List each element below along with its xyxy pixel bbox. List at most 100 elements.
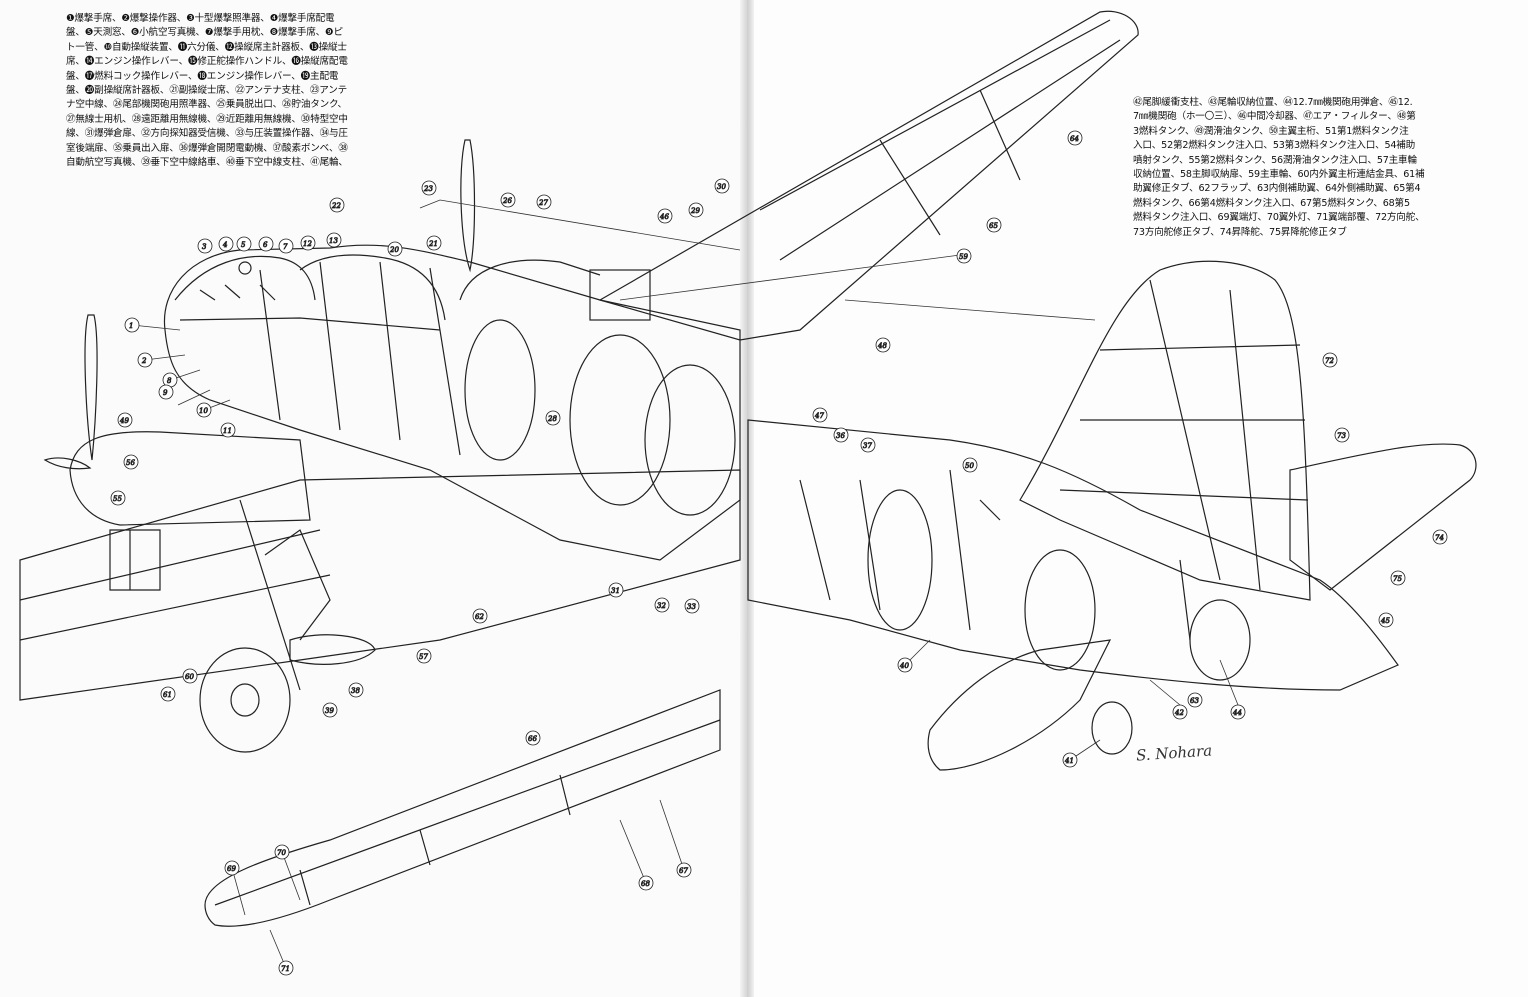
svg-text:39: 39 (325, 707, 334, 715)
callout-59: 59 (956, 248, 972, 264)
callout-22: 22 (329, 197, 345, 213)
svg-text:27: 27 (538, 199, 548, 207)
callout-10: 10 (196, 402, 212, 418)
svg-text:63: 63 (1190, 697, 1199, 705)
callout-26: 26 (500, 192, 516, 208)
callout-73: 73 (1334, 427, 1350, 443)
svg-text:69: 69 (227, 865, 236, 873)
callout-30: 30 (714, 178, 730, 194)
svg-text:55: 55 (113, 495, 122, 503)
outer-wing-left (204, 689, 721, 927)
legend-left-line: 席、⓮エンジン操作レバー、⓯修正舵操作ハンドル、⓰操縦席配電 (66, 56, 348, 68)
callout-64: 64 (1067, 130, 1083, 146)
svg-text:2: 2 (141, 357, 147, 365)
svg-text:57: 57 (419, 653, 428, 661)
callout-68: 68 (638, 875, 654, 891)
legend-right: ㊷尾脚緩衝支柱、㊸尾輪収納位置、㊹12.7㎜機関砲用弾倉、㊺12. 7㎜機関砲（… (1133, 96, 1445, 240)
svg-text:11: 11 (223, 427, 232, 435)
callout-50: 50 (962, 457, 978, 473)
svg-text:42: 42 (1174, 709, 1184, 717)
svg-text:28: 28 (547, 415, 557, 423)
callout-49: 49 (117, 412, 133, 428)
legend-right-line: 噴射タンク、55第2燃料タンク、56潤滑油タンク注入口、57主車輪 (1133, 154, 1417, 166)
svg-text:13: 13 (329, 237, 338, 245)
svg-text:4: 4 (222, 241, 227, 249)
svg-text:48: 48 (877, 342, 887, 350)
svg-text:41: 41 (1064, 757, 1074, 765)
legend-left: ❶爆撃手席、❷爆撃操作器、❸十型爆撃照準器、❹爆撃手席配電 盤、❺天測窓、❻小航… (66, 12, 378, 170)
svg-text:50: 50 (965, 462, 974, 470)
svg-text:31: 31 (611, 587, 620, 595)
legend-right-line: 燃料タンク注入口、69翼端灯、70翼外灯、71翼端部覆、72方向舵、 (1133, 212, 1425, 224)
callout-markers: 1 2 3 4 5 6 7 8 9 10 11 12 13 20 21 22 2… (110, 130, 1448, 976)
right-wing-and-fuselage (598, 10, 1477, 771)
callout-70: 70 (274, 844, 290, 860)
svg-text:1: 1 (129, 322, 133, 330)
callout-67: 67 (676, 862, 692, 878)
callout-55: 55 (110, 490, 126, 506)
legend-left-line: 盤、❺天測窓、❻小航空写真機、❼爆撃手用枕、❽爆撃手席、❾ピ (66, 27, 343, 39)
svg-text:5: 5 (241, 241, 246, 249)
svg-text:60: 60 (185, 673, 194, 681)
callout-37: 37 (860, 437, 876, 453)
callout-28: 28 (545, 410, 561, 426)
svg-text:49: 49 (119, 417, 129, 425)
svg-text:8: 8 (167, 377, 172, 385)
callout-57: 57 (416, 648, 432, 664)
callout-62: 62 (472, 608, 488, 624)
svg-text:72: 72 (1325, 357, 1334, 365)
svg-text:37: 37 (863, 442, 872, 450)
callout-69: 69 (224, 860, 240, 876)
callout-1: 1 (124, 317, 140, 333)
svg-text:29: 29 (690, 207, 700, 215)
legend-left-line: 自動航空写真機、㊴垂下空中線絡車、㊵垂下空中線支柱、㊶尾輪、 (66, 157, 348, 169)
callout-45: 45 (1378, 612, 1394, 628)
callout-39: 39 (322, 702, 338, 718)
legend-right-line: 燃料タンク、66第4燃料タンク注入口、67第5燃料タンク、68第5 (1133, 197, 1410, 209)
svg-text:71: 71 (281, 965, 290, 973)
svg-text:56: 56 (126, 459, 135, 467)
legend-right-line: 7㎜機関砲（ホ一〇三）、㊻中間冷却器、㊼エア・フィルター、㊽第 (1133, 111, 1416, 123)
legend-left-line: ❶爆撃手席、❷爆撃操作器、❸十型爆撃照準器、❹爆撃手席配電 (66, 13, 335, 24)
callout-38: 38 (348, 682, 364, 698)
callout-27: 27 (536, 194, 552, 210)
callout-13: 13 (326, 232, 342, 248)
svg-text:47: 47 (814, 412, 824, 420)
legend-right-line: 3燃料タンク、㊾潤滑油タンク、㊿主翼主桁、51第1燃料タンク注 (1133, 125, 1409, 137)
svg-text:62: 62 (475, 613, 484, 621)
legend-right-line: ㊷尾脚緩衝支柱、㊸尾輪収納位置、㊹12.7㎜機関砲用弾倉、㊺12. (1133, 97, 1413, 108)
svg-text:12: 12 (303, 240, 312, 248)
callout-41: 41 (1062, 752, 1078, 768)
svg-text:3: 3 (202, 243, 207, 251)
legend-left-line: 室後端扉、㉟乗員出入扉、㊱爆弾倉開閉電動機、㊲酸素ボンベ、㊳ (66, 142, 348, 154)
callout-23: 23 (421, 180, 437, 196)
callout-21: 21 (426, 235, 442, 251)
callout-66: 66 (525, 730, 541, 746)
svg-text:30: 30 (717, 183, 726, 191)
callout-56: 56 (123, 454, 139, 470)
svg-text:44: 44 (1232, 709, 1242, 717)
svg-text:73: 73 (1337, 432, 1346, 440)
svg-text:6: 6 (263, 241, 268, 249)
callout-72: 72 (1322, 352, 1338, 368)
svg-text:23: 23 (423, 185, 433, 193)
callout-4: 4 (218, 236, 234, 252)
callout-65: 65 (986, 217, 1002, 233)
svg-text:26: 26 (502, 197, 512, 205)
callout-48: 48 (875, 337, 891, 353)
book-gutter (740, 0, 754, 997)
leader-lines (131, 199, 1241, 969)
callout-74: 74 (1432, 529, 1448, 545)
svg-text:22: 22 (331, 202, 341, 210)
svg-text:70: 70 (277, 849, 286, 857)
callout-61: 61 (160, 686, 176, 702)
fuselage-front-cutaway (19, 139, 741, 753)
callout-42: 42 (1172, 704, 1188, 720)
svg-text:74: 74 (1435, 534, 1444, 542)
callout-47: 47 (812, 407, 828, 423)
svg-text:33: 33 (687, 603, 696, 611)
callout-12: 12 (300, 235, 316, 251)
callout-2: 2 (137, 352, 153, 368)
svg-text:32: 32 (657, 602, 666, 610)
legend-left-line: ㉗無線士用机、㉘遠距離用無線機、㉙近距離用無線機、㉚特型空中 (66, 113, 348, 125)
